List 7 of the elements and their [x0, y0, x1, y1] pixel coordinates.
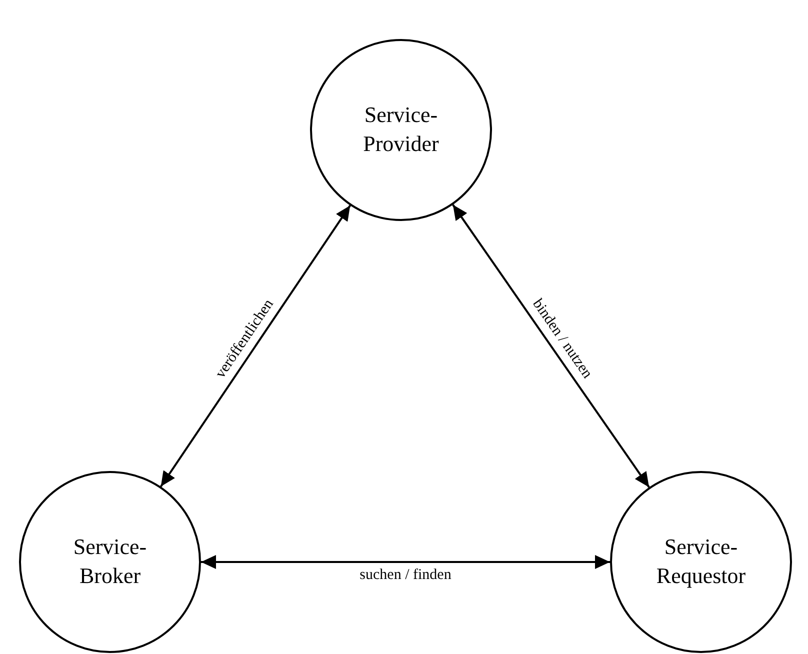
- edge-label: suchen / finden: [360, 566, 452, 584]
- double-arrow: [160, 204, 351, 488]
- double-arrow: [201, 555, 610, 569]
- node-label: Service- Requestor: [655, 533, 747, 590]
- node-label: Service- Broker: [72, 533, 148, 590]
- node-label: Service- Provider: [362, 101, 440, 158]
- double-arrow: [452, 204, 650, 488]
